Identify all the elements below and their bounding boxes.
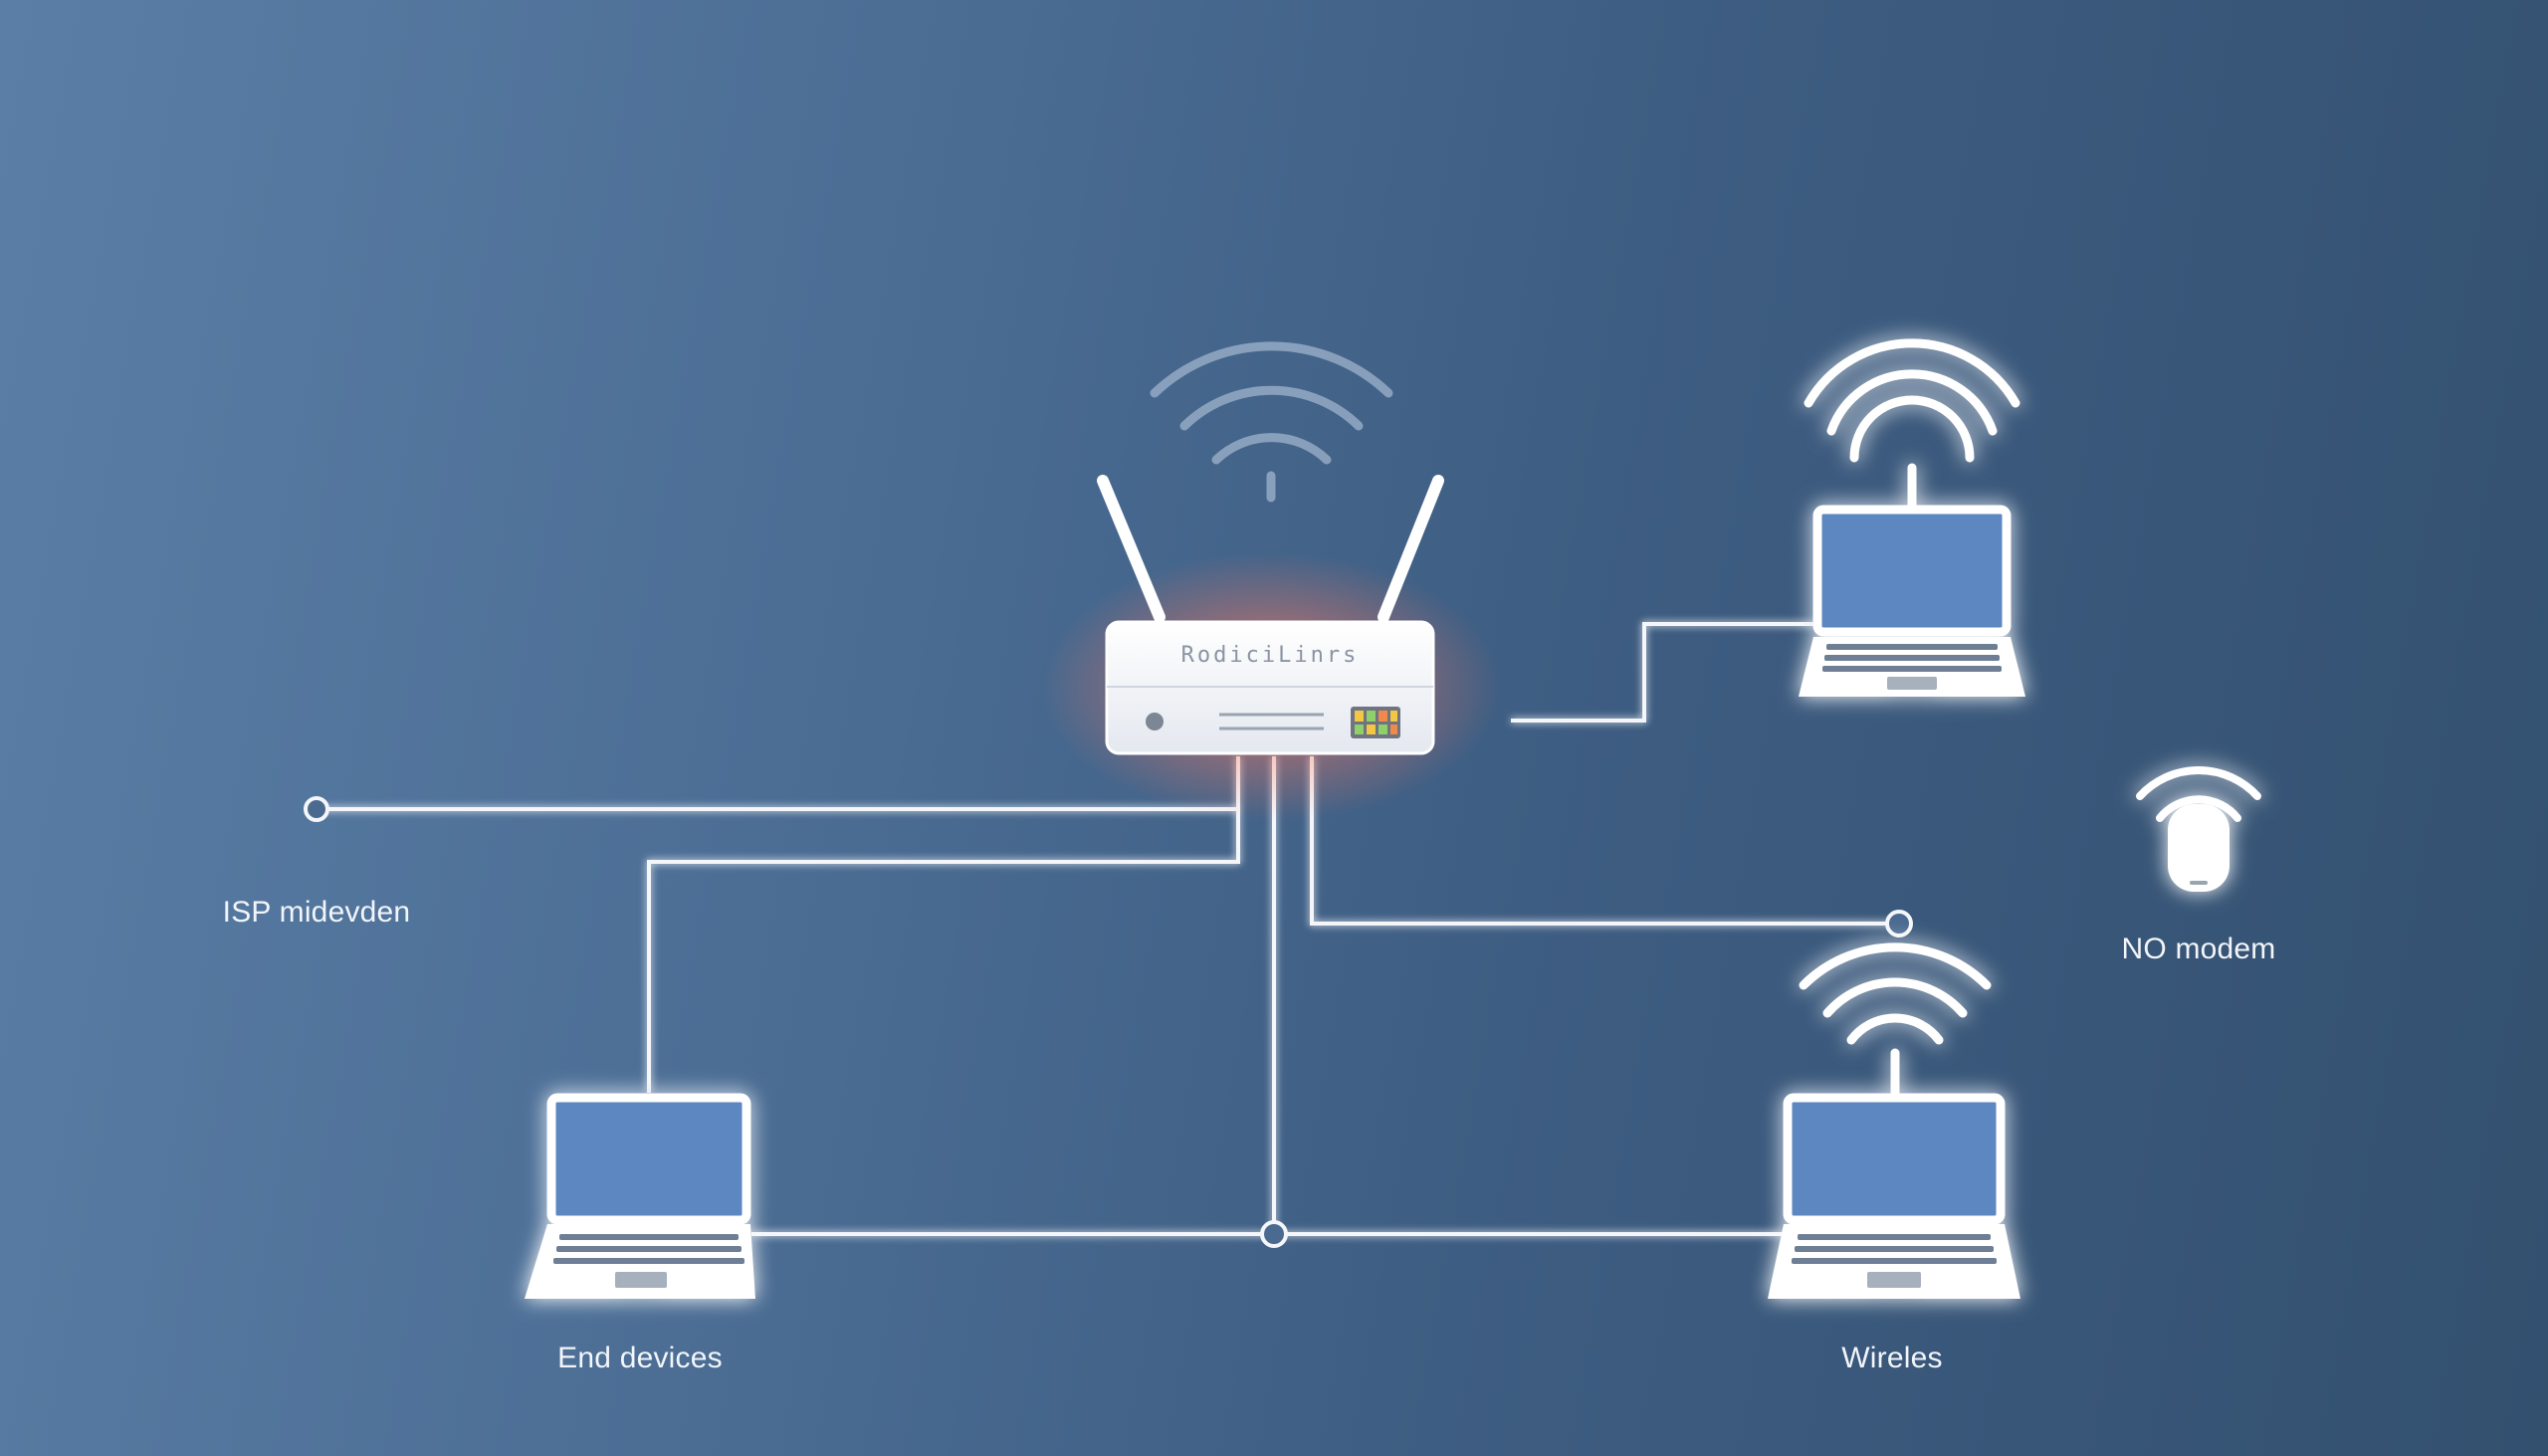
link-end-devices-upper — [647, 756, 1240, 1093]
router-brand: RodiciLinrs — [1181, 643, 1360, 668]
isp-node — [304, 796, 329, 822]
wifi-icon — [1804, 338, 2020, 513]
no-modem-label: NO modem — [2121, 933, 2276, 965]
link-top-laptop — [1511, 622, 1816, 723]
router-icon: RodiciLinrs — [1042, 475, 1500, 821]
laptop-icon-end-device — [525, 1093, 755, 1299]
isp-label: ISP midevden — [222, 896, 411, 929]
wireless-label: Wireles — [1841, 1342, 1943, 1374]
router-power-led — [1146, 713, 1164, 730]
modem-icon — [2136, 766, 2261, 892]
end-devices-label: End devices — [557, 1342, 723, 1374]
router-antenna-left — [1097, 475, 1166, 623]
wifi-icon — [1150, 341, 1393, 503]
laptop-icon-wireless-bottom — [1768, 942, 2020, 1299]
router-ports — [1351, 707, 1400, 738]
wifi-icon — [2136, 766, 2261, 822]
right-node — [1885, 910, 1913, 937]
bus-junction-node — [1260, 1220, 1288, 1248]
laptop-icon-wireless-top — [1799, 338, 2025, 697]
wifi-icon — [1799, 942, 1992, 1098]
router-antenna-right — [1378, 475, 1444, 623]
connection-nodes — [304, 796, 1913, 1248]
